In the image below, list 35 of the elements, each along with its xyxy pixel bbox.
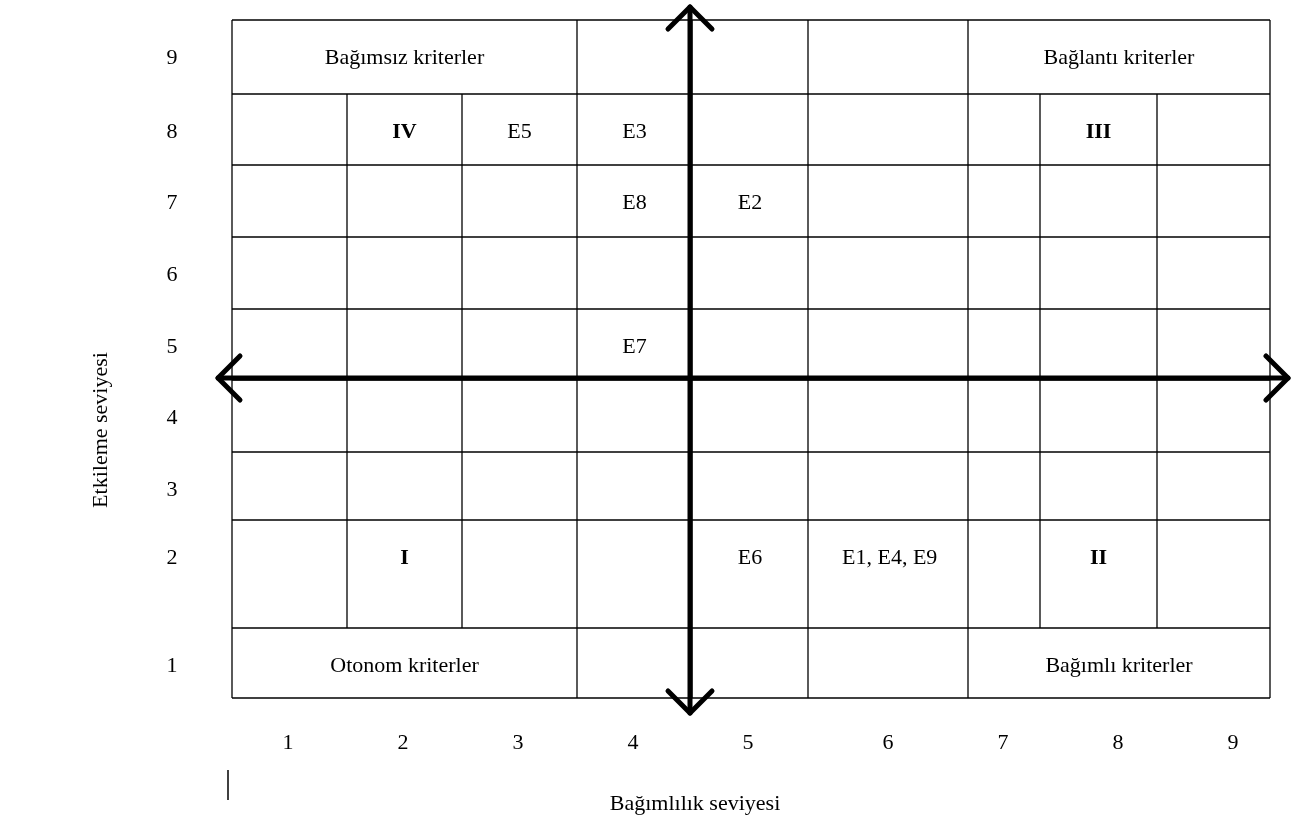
axis-tick-label: 7 [996,729,1010,755]
axis-tick-label: 2 [165,544,179,570]
axis-tick-label: 4 [165,404,179,430]
quadrant-label: Bağımsız kriterler [323,44,486,70]
axis-tick-label: 7 [165,189,179,215]
cell-text: E1, E4, E9 [842,544,939,570]
quadrant-number: IV [391,118,418,144]
cell-text: E6 [736,544,764,570]
cell-text: E2 [736,189,764,215]
quadrant-number: I [399,544,410,570]
axis-tick-label: 8 [1111,729,1125,755]
quadrant-label: Otonom kriterler [329,652,480,678]
quadrant-label: Bağlantı kriterler [1042,44,1196,70]
axis-tick-label: 8 [165,118,179,144]
axis-tick-label: 5 [165,333,179,359]
axis-title: Etkileme seviyesi [87,352,113,508]
axis-title: Bağımlılık seviyesi [609,790,781,816]
axis-tick-label: 2 [396,729,410,755]
quadrant-number: III [1084,118,1113,144]
cell-text: E8 [621,189,648,215]
axis-tick-label: 9 [165,44,179,70]
quadrant-label: Bağımlı kriterler [1044,652,1194,678]
axis-tick-label: 3 [511,729,525,755]
axis-tick-label: 9 [1226,729,1240,755]
axis-tick-label: 6 [165,261,179,287]
axis-tick-label: 1 [281,729,295,755]
cell-text: E7 [621,333,648,359]
quadrant-number: II [1088,544,1109,570]
cell-text: E5 [506,118,533,144]
cell-text: E3 [621,118,648,144]
axis-tick-label: 1 [165,652,179,678]
axis-tick-label: 6 [881,729,895,755]
axis-tick-label: 3 [165,476,179,502]
axis-tick-label: 4 [626,729,640,755]
axis-tick-label: 5 [741,729,755,755]
